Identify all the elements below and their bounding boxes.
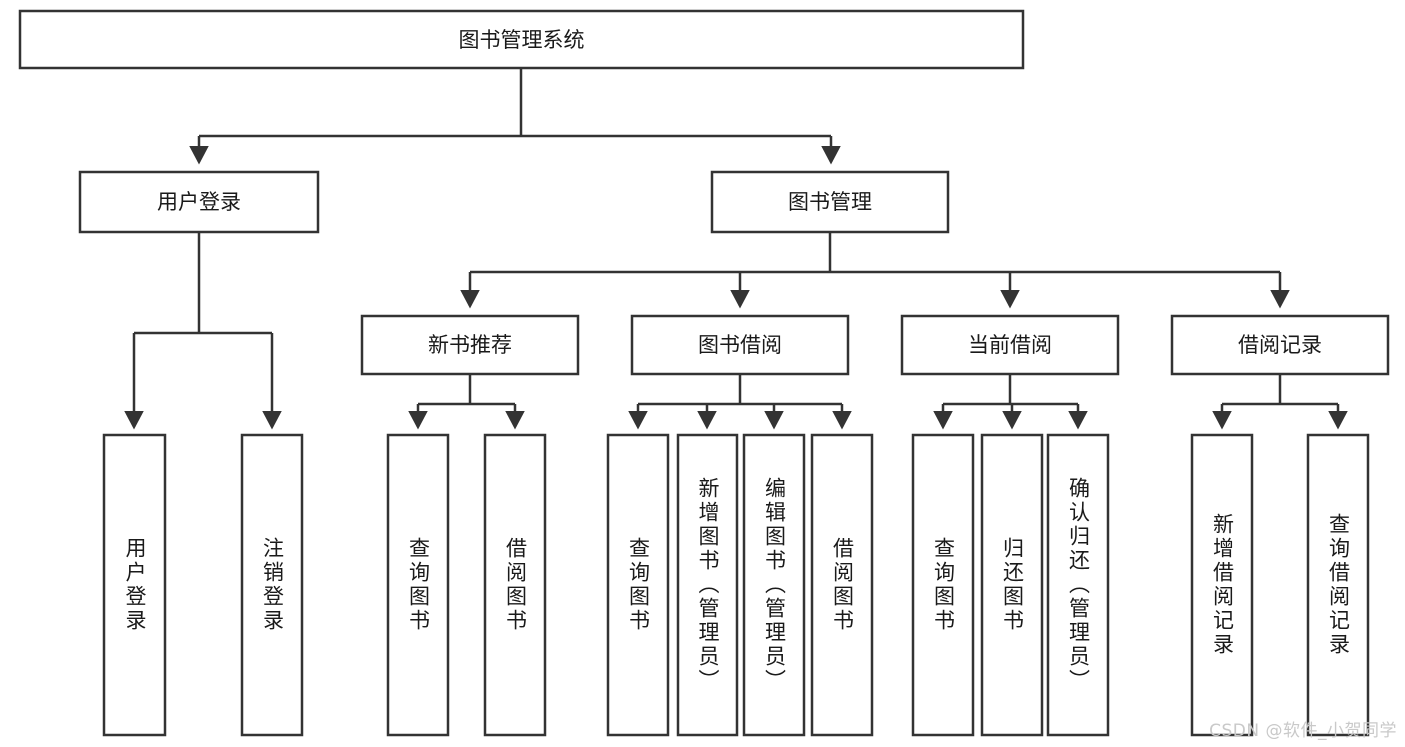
node-new-book-recommend[interactable]: 新书推荐	[360, 314, 580, 376]
node-borrow-record-label: 借阅记录	[1238, 333, 1322, 357]
node-leaf-return-book[interactable]: 归还图书	[980, 433, 1044, 737]
node-leaf-query-book-3-label: 查询图书	[931, 537, 956, 633]
node-leaf-borrow-book-2[interactable]: 借阅图书	[810, 433, 874, 737]
node-leaf-query-book-2[interactable]: 查询图书	[606, 433, 670, 737]
node-leaf-query-book-1[interactable]: 查询图书	[386, 433, 450, 737]
node-root-label: 图书管理系统	[459, 28, 585, 52]
node-leaf-add-book[interactable]: 新增图书（管理员）	[676, 433, 739, 737]
node-user-login[interactable]: 用户登录	[78, 170, 320, 234]
node-book-manage-label: 图书管理	[788, 190, 872, 214]
node-leaf-logout-label: 注销登录	[260, 537, 285, 633]
node-leaf-add-book-label: 新增图书（管理员）	[696, 477, 720, 693]
node-borrow-record[interactable]: 借阅记录	[1170, 314, 1390, 376]
node-leaf-edit-book[interactable]: 编辑图书（管理员）	[742, 433, 806, 737]
node-leaf-query-book-2-label: 查询图书	[626, 537, 651, 633]
node-current-borrow[interactable]: 当前借阅	[900, 314, 1120, 376]
node-book-borrow-label: 图书借阅	[698, 333, 782, 357]
node-leaf-borrow-book-1-label: 借阅图书	[503, 537, 528, 633]
node-leaf-confirm-return[interactable]: 确认归还（管理员）	[1046, 433, 1110, 737]
node-new-book-recommend-label: 新书推荐	[428, 333, 512, 357]
node-leaf-confirm-return-label: 确认归还（管理员）	[1066, 477, 1091, 693]
node-leaf-query-record[interactable]: 查询借阅记录	[1306, 433, 1370, 737]
node-leaf-add-record[interactable]: 新增借阅记录	[1190, 433, 1254, 737]
connector-layer	[124, 68, 1348, 430]
node-leaf-borrow-book-1[interactable]: 借阅图书	[483, 433, 547, 737]
node-leaf-add-record-label: 新增借阅记录	[1210, 513, 1235, 657]
node-leaf-user-login-label: 用户登录	[123, 537, 147, 633]
node-book-manage[interactable]: 图书管理	[710, 170, 950, 234]
node-book-borrow[interactable]: 图书借阅	[630, 314, 850, 376]
node-leaf-return-book-label: 归还图书	[1000, 537, 1025, 633]
node-leaf-query-book-3[interactable]: 查询图书	[911, 433, 975, 737]
node-leaf-edit-book-label: 编辑图书（管理员）	[762, 477, 787, 693]
node-user-login-label: 用户登录	[157, 190, 241, 214]
node-current-borrow-label: 当前借阅	[968, 333, 1052, 357]
node-leaf-query-record-label: 查询借阅记录	[1326, 513, 1351, 657]
node-leaf-logout[interactable]: 注销登录	[240, 433, 304, 737]
node-leaf-query-book-1-label: 查询图书	[406, 537, 431, 633]
node-leaf-borrow-book-2-label: 借阅图书	[830, 537, 855, 633]
csdn-watermark: CSDN @软件_小贺同学	[1209, 721, 1397, 741]
node-root[interactable]: 图书管理系统	[18, 9, 1025, 70]
node-leaf-user-login[interactable]: 用户登录	[102, 433, 167, 737]
